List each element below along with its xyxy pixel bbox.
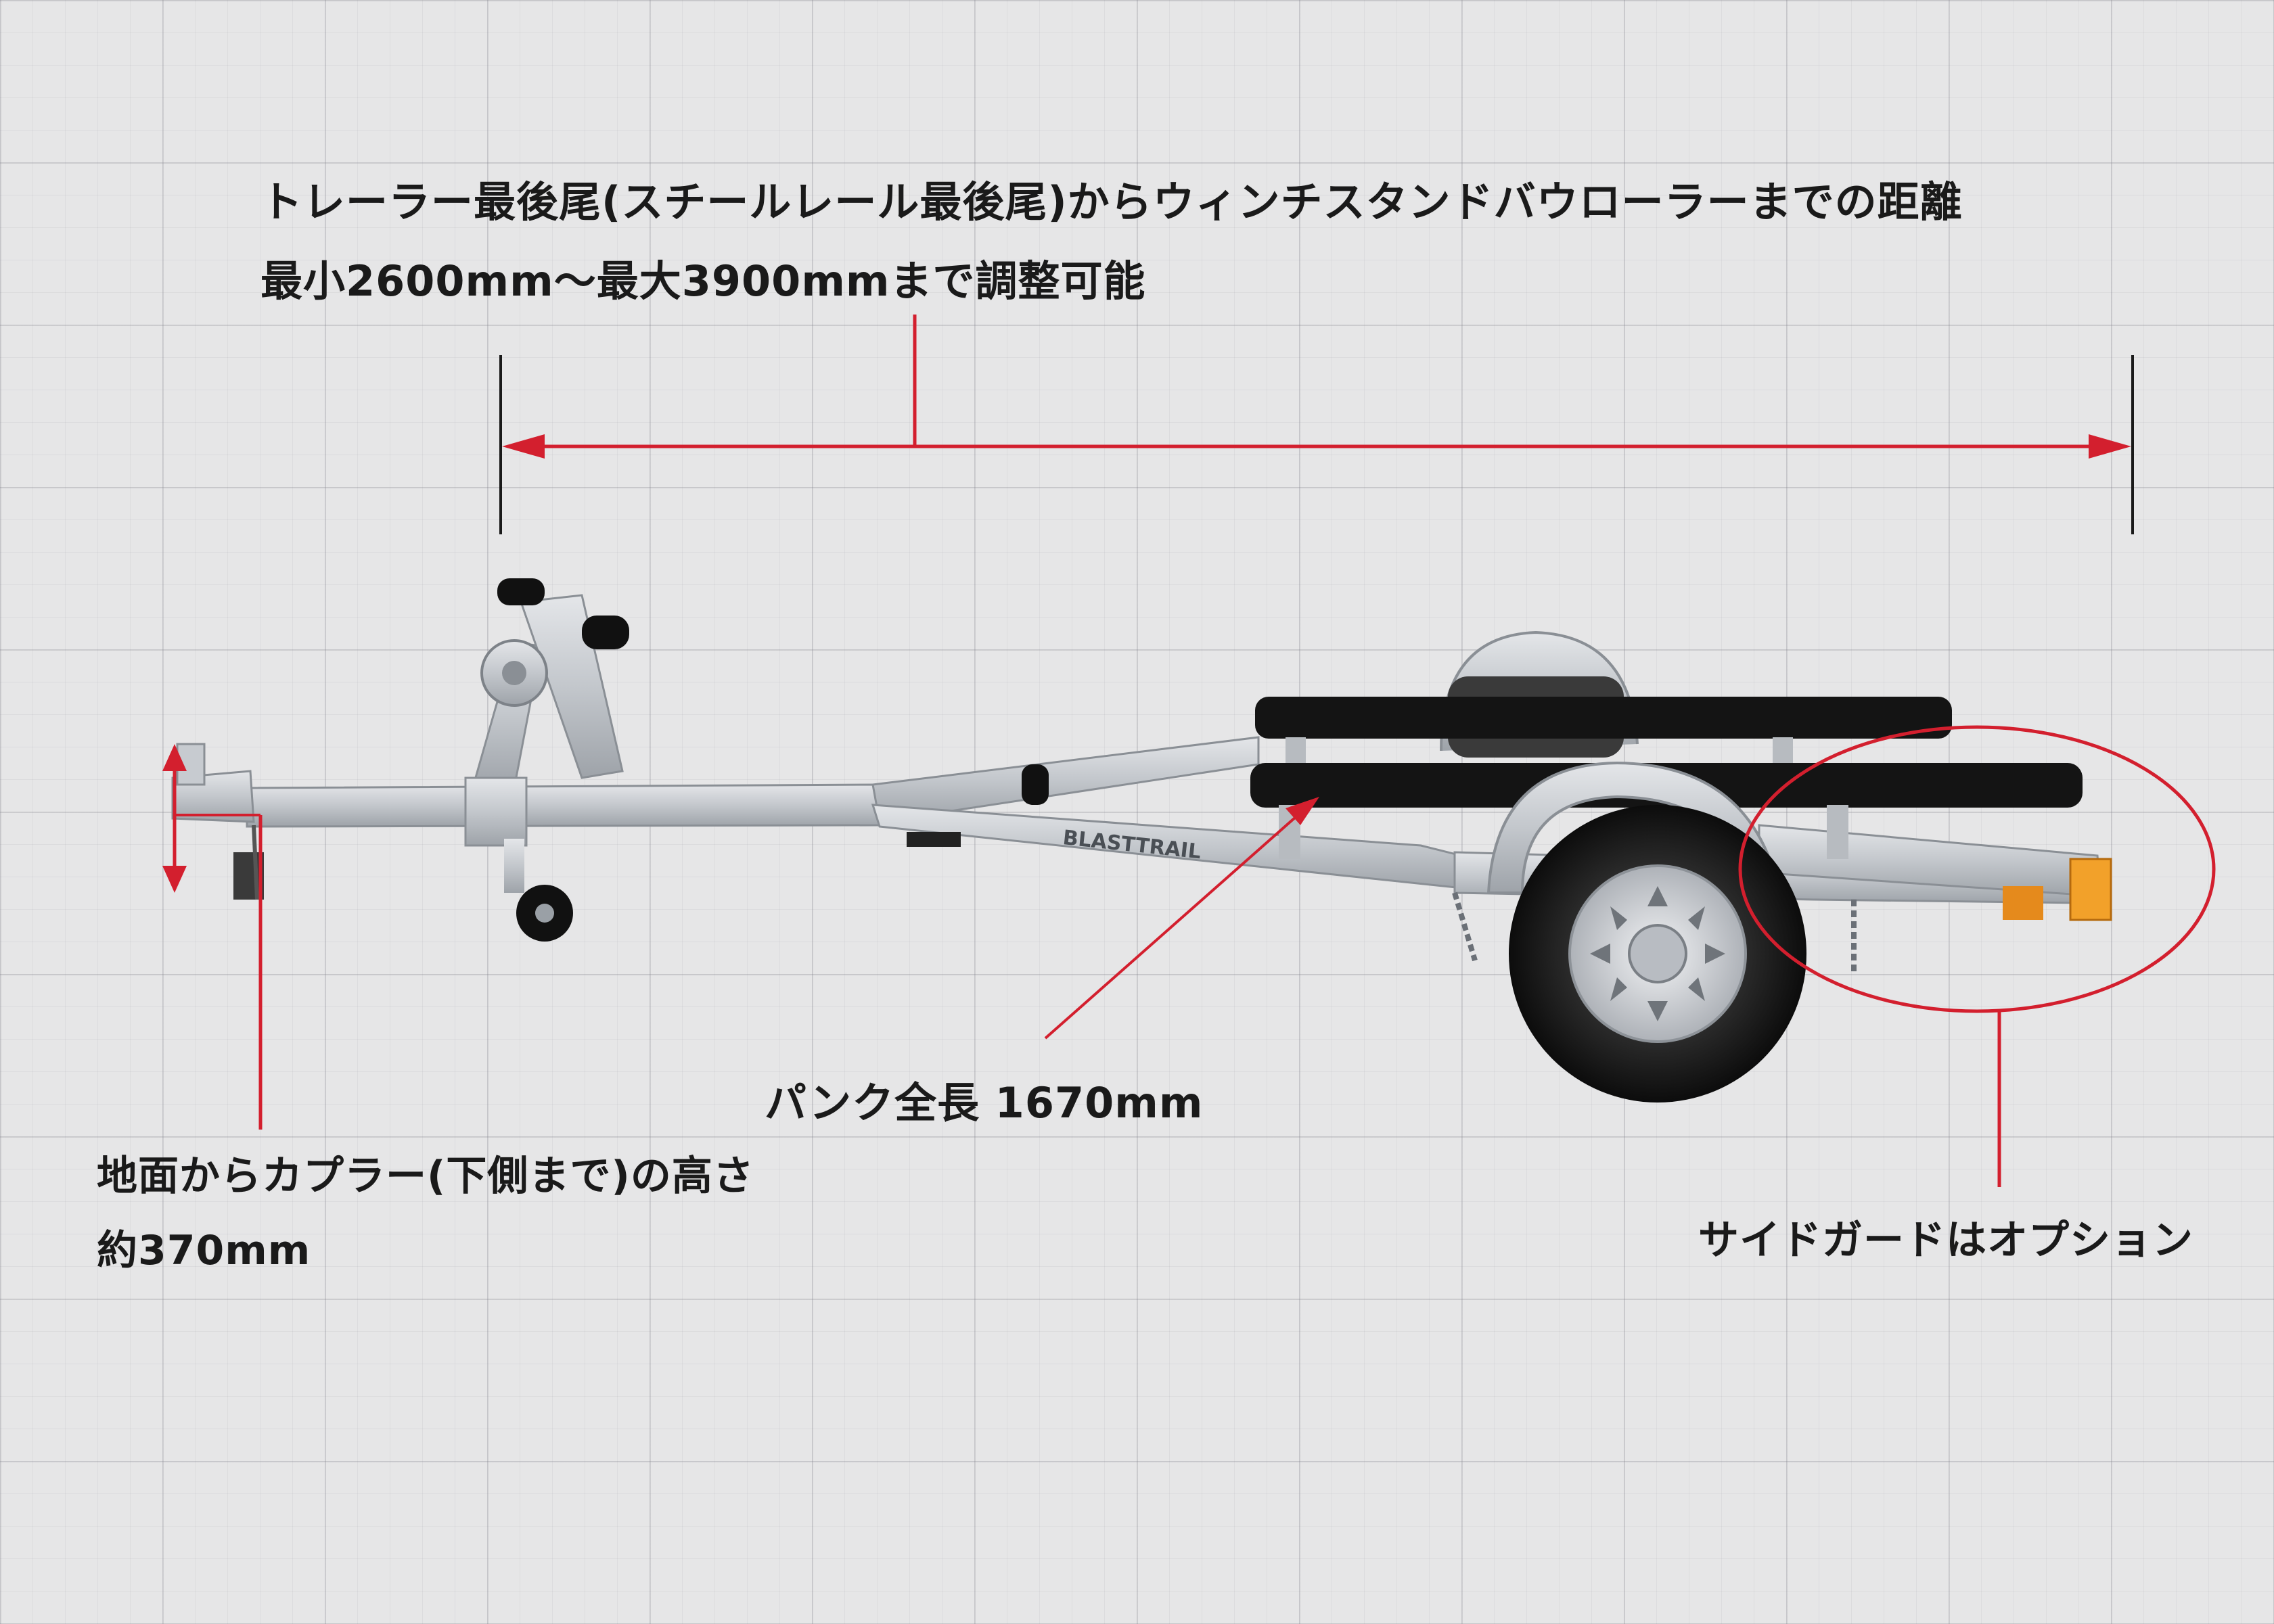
arrow-down-icon — [162, 866, 187, 893]
side-guard-label: サイドガードはオプション — [1698, 1217, 2193, 1264]
coupler-height-title: 地面からカプラー(下側まで)の高さ — [97, 1153, 754, 1200]
bow-roller-lower — [582, 616, 629, 649]
arrow-right-icon — [2089, 434, 2131, 459]
bunk-pad-far — [1255, 697, 1952, 739]
pad-length-label: パンク全長 1670mm — [765, 1078, 1204, 1128]
trailer-illustration: BLASTTRAIL — [171, 578, 2112, 1103]
arrow-up-icon — [162, 744, 187, 771]
coupler-height-callout — [162, 744, 263, 1130]
coupler-height-value: 約370mm — [97, 1227, 311, 1274]
arrow-icon — [1286, 797, 1319, 825]
bow-roller-upper — [497, 578, 545, 605]
length-annotation-range: 最小2600mm〜最大3900mmまで調整可能 — [260, 256, 1146, 306]
highlight-ellipse — [1738, 725, 2216, 1013]
arrow-left-icon — [502, 434, 545, 459]
length-annotation-title: トレーラー最後尾(スチールレール最後尾)からウィンチスタンドバウローラーまでの距… — [260, 177, 1963, 227]
pad-length-callout — [1044, 797, 1319, 1040]
length-dimension-line — [499, 315, 2134, 534]
side-guard-callout — [1738, 725, 2216, 1187]
